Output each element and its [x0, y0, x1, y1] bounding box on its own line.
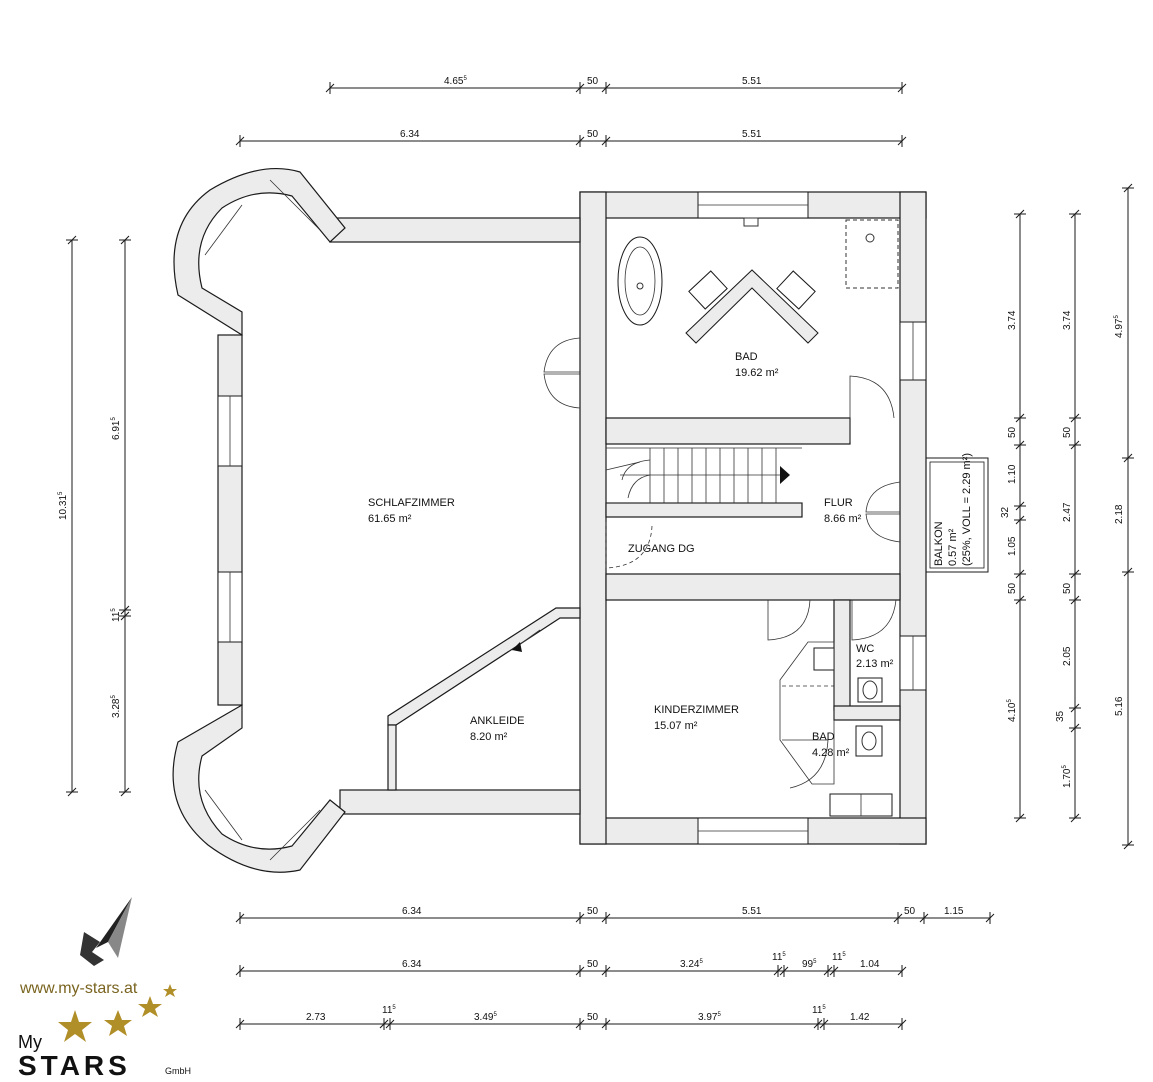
dim-right2-e: 2.05	[1062, 646, 1073, 666]
dimension-lines	[66, 82, 1134, 1030]
room-area-bad-small: 4.28 m²	[812, 747, 850, 759]
company-url[interactable]: www.my-stars.at	[20, 980, 138, 997]
dim-bottom3-g: 1.42	[850, 1012, 870, 1023]
dim-right3-b: 2.18	[1114, 504, 1125, 524]
dim-bottom3-a: 2.73	[306, 1012, 326, 1023]
toilet-icon	[857, 677, 883, 703]
logo-stars-text: STARS	[18, 1050, 131, 1081]
dim-bottom3-d: 50	[587, 1012, 599, 1023]
logo-my-text: My	[18, 1032, 42, 1052]
dim-right2-f: 35	[1055, 710, 1066, 722]
doors	[543, 337, 901, 789]
dimension-labels: 4.655 50 5.51 6.34 50 5.51 6.34 50 5.51 …	[58, 76, 1125, 1023]
room-note-balkon: (25%, VOLL = 2.29 m²)	[961, 453, 973, 566]
dim-left1: 10.315	[58, 491, 69, 520]
room-area-flur: 8.66 m²	[824, 513, 862, 525]
dim-right2-a: 3.74	[1062, 310, 1073, 330]
room-name-bad: BAD	[735, 351, 758, 363]
logo-stars-icon	[58, 984, 177, 1042]
dim-right3-c: 5.16	[1114, 696, 1125, 716]
dim-top2-b: 50	[587, 129, 599, 140]
room-name-kinderzimmer: KINDERZIMMER	[654, 704, 739, 716]
dim-bottom2-b: 50	[587, 959, 599, 970]
dim-left2-a: 6.915	[111, 417, 122, 440]
dim-right1-a: 3.74	[1007, 310, 1018, 330]
dim-right1-f: 50	[1007, 582, 1018, 594]
room-name-bad-small: BAD	[812, 731, 835, 743]
north-arrow-icon	[80, 897, 132, 966]
dim-left2-b: 115	[111, 608, 122, 622]
dim-right3-a: 4.975	[1114, 315, 1125, 338]
room-name-wc: WC	[856, 643, 874, 655]
dim-bottom1-d: 50	[904, 906, 916, 917]
dim-bottom2-c: 3.245	[680, 959, 703, 970]
dim-right2-d: 50	[1062, 582, 1073, 594]
dim-bottom2-d: 115	[772, 952, 786, 963]
dim-right1-g: 4.105	[1007, 699, 1018, 722]
dim-right2-g: 1.705	[1062, 765, 1073, 788]
bathroom-fixtures	[617, 217, 899, 817]
sink-icon	[776, 270, 816, 310]
dim-right1-b: 50	[1007, 426, 1018, 438]
room-name-balkon: BALKON	[933, 521, 945, 566]
logo-gmbh-text: GmbH	[165, 1066, 192, 1076]
dim-top2-c: 5.51	[742, 129, 762, 140]
walls	[172, 167, 927, 873]
staircase	[605, 447, 802, 504]
windows	[204, 179, 927, 861]
bathtub-icon	[617, 236, 663, 326]
dim-top1-a: 4.655	[444, 76, 467, 87]
room-name-ankleide: ANKLEIDE	[470, 715, 524, 727]
room-area-balkon: 0.57 m²	[947, 528, 959, 566]
dim-bottom2-a: 6.34	[402, 959, 422, 970]
dim-bottom1-b: 50	[587, 906, 599, 917]
room-area-schlafzimmer: 61.65 m²	[368, 513, 412, 525]
dim-bottom2-f: 115	[832, 952, 846, 963]
dim-bottom1-a: 6.34	[402, 906, 422, 917]
balcony-outline	[925, 457, 989, 573]
room-name-flur: FLUR	[824, 497, 853, 509]
dim-right1-c: 1.10	[1007, 464, 1018, 484]
dim-right1-d: 32	[1000, 506, 1011, 518]
room-area-wc: 2.13 m²	[856, 658, 894, 670]
dim-top2-a: 6.34	[400, 129, 420, 140]
room-name-schlafzimmer: SCHLAFZIMMER	[368, 497, 455, 509]
dim-top1-c: 5.51	[742, 76, 762, 87]
sink-icon	[688, 270, 728, 310]
dim-bottom2-e: 995	[802, 959, 817, 970]
dim-top1-b: 50	[587, 76, 599, 87]
dim-bottom1-c: 5.51	[742, 906, 762, 917]
shower-icon	[845, 219, 899, 289]
dim-bottom3-b: 115	[382, 1005, 396, 1016]
dim-left2-c: 3.285	[111, 695, 122, 718]
room-area-bad: 19.62 m²	[735, 367, 779, 379]
dim-bottom3-e: 3.975	[698, 1012, 721, 1023]
room-labels: SCHLAFZIMMER 61.65 m² BAD 19.62 m² FLUR …	[368, 351, 973, 759]
dim-bottom2-g: 1.04	[860, 959, 880, 970]
room-area-ankleide: 8.20 m²	[470, 731, 508, 743]
room-area-kinderzimmer: 15.07 m²	[654, 720, 698, 732]
room-name-zugang: ZUGANG DG	[628, 543, 695, 555]
dim-bottom3-c: 3.495	[474, 1012, 497, 1023]
dim-right2-c: 2.47	[1062, 502, 1073, 522]
dim-right1-e: 1.05	[1007, 536, 1018, 556]
vanity-counter	[685, 269, 819, 344]
dim-bottom1-e: 1.15	[944, 906, 964, 917]
dim-right2-b: 50	[1062, 426, 1073, 438]
dim-bottom3-f: 115	[812, 1005, 826, 1016]
